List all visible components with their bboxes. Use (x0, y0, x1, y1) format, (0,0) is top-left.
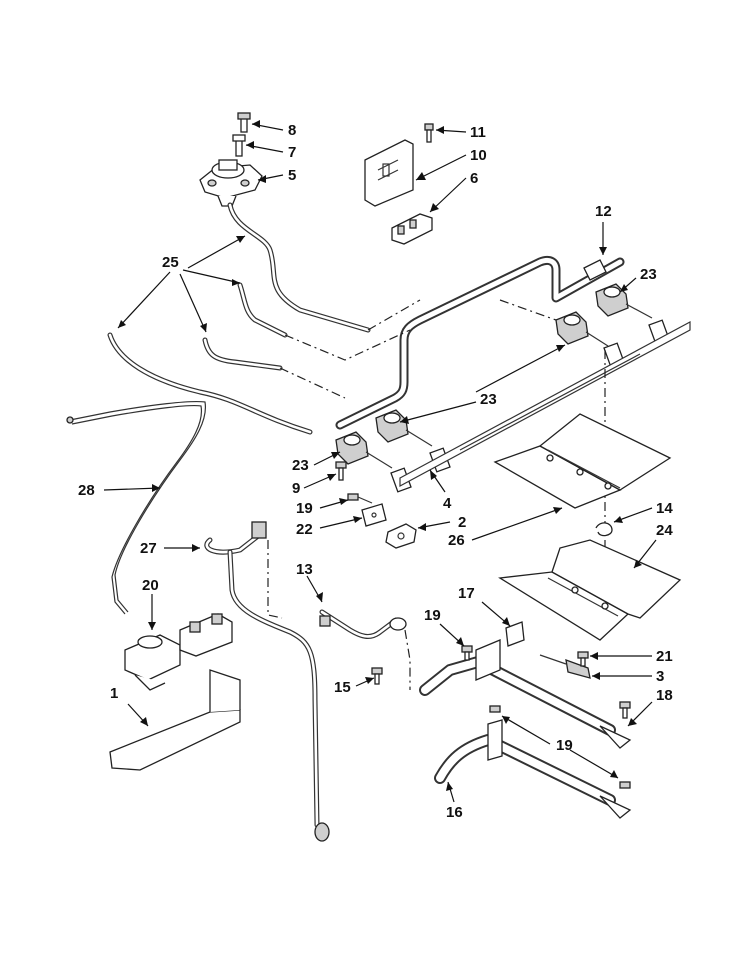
valve-mounting-rail[interactable] (399, 320, 691, 488)
burner-screw-18[interactable] (619, 701, 631, 719)
callout-12: 12 (595, 203, 612, 220)
callout-17: 17 (458, 585, 475, 602)
bracket-screw-upper[interactable] (347, 493, 373, 504)
burner-heat-shield[interactable] (493, 413, 672, 509)
callout-2: 2 (458, 514, 466, 531)
pressure-regulator[interactable] (199, 159, 263, 207)
alignment-line-7 (404, 629, 411, 690)
callout-6: 6 (470, 170, 478, 187)
callout-24: 24 (656, 522, 673, 539)
valve-heat-shield-plate[interactable] (109, 669, 241, 771)
broiler-flex-line[interactable] (66, 401, 207, 615)
bracket[interactable] (364, 139, 414, 207)
regulator-screw[interactable] (237, 112, 251, 133)
oven-safety-valve[interactable] (124, 613, 233, 691)
oven-supply-tube[interactable] (204, 521, 330, 842)
bake-burner[interactable] (419, 639, 632, 749)
alignment-line-3 (279, 367, 346, 399)
gas-tube-lower-short[interactable] (202, 337, 283, 371)
alignment-line-4 (499, 299, 557, 321)
callout-19: 19 (556, 737, 573, 754)
callout-23: 23 (480, 391, 497, 408)
callout-13: 13 (296, 561, 313, 578)
shield-clip[interactable] (595, 522, 613, 537)
callout-10: 10 (470, 147, 487, 164)
ignitor-bracket[interactable] (361, 503, 387, 527)
valve-screw[interactable] (335, 461, 347, 481)
callout-14: 14 (656, 500, 673, 517)
callout-8: 8 (288, 122, 296, 139)
orifice-plate[interactable] (385, 523, 417, 549)
callout-23: 23 (640, 266, 657, 283)
broil-burner[interactable] (434, 705, 632, 819)
callout-23: 23 (292, 457, 309, 474)
burner-valve-top-right[interactable] (595, 283, 670, 345)
gas-tube-left[interactable] (107, 332, 313, 435)
gas-tube-upper-short[interactable] (237, 282, 288, 338)
callout-19: 19 (296, 500, 313, 517)
ignitor-screw[interactable] (577, 651, 589, 667)
callout-5: 5 (288, 167, 296, 184)
callout-19: 19 (424, 607, 441, 624)
callout-25: 25 (162, 254, 179, 271)
regulator-nipple[interactable] (232, 134, 246, 157)
callout-1: 1 (110, 685, 118, 702)
callout-26: 26 (448, 532, 465, 549)
callout-9: 9 (292, 480, 300, 497)
burner-screw-19b[interactable] (461, 645, 473, 661)
manifold-pipe[interactable] (335, 255, 625, 430)
oven-burner-supply[interactable] (319, 609, 407, 639)
burner-screw-15[interactable] (371, 667, 383, 685)
callout-28: 28 (78, 482, 95, 499)
callout-labels: 8 7 5 11 10 6 12 23 25 23 23 9 4 28 19 2… (78, 122, 673, 821)
gas-tube-from-regulator[interactable] (227, 202, 371, 333)
callout-22: 22 (296, 521, 313, 538)
callout-4: 4 (443, 495, 452, 512)
alignment-line-6 (267, 540, 283, 619)
callout-3: 3 (656, 668, 664, 685)
callout-20: 20 (142, 577, 159, 594)
broil-burner-bracket[interactable] (505, 621, 525, 647)
burner-valve-mid-right[interactable] (555, 311, 625, 368)
callout-21: 21 (656, 648, 673, 665)
callout-7: 7 (288, 144, 296, 161)
broiler-burner-shield[interactable] (498, 539, 682, 641)
bracket-screw[interactable] (424, 123, 434, 143)
callout-18: 18 (656, 687, 673, 704)
ignitor-switch[interactable] (391, 213, 433, 245)
callout-15: 15 (334, 679, 351, 696)
alignment-line-2 (284, 329, 411, 361)
callout-27: 27 (140, 540, 157, 557)
callout-11: 11 (470, 124, 486, 141)
leader-lines (103, 120, 657, 803)
callout-16: 16 (446, 804, 463, 821)
